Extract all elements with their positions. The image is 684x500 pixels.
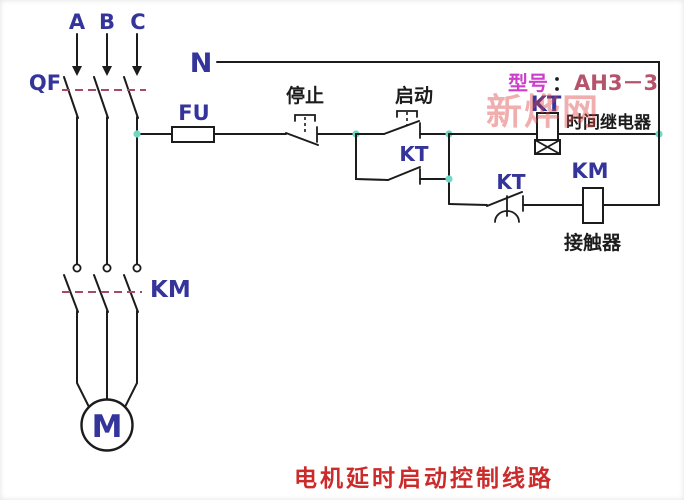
kt-selflock-label: KT (399, 142, 428, 166)
phase-b-arrow-icon (102, 66, 112, 76)
stop-button-label: 停止 (286, 84, 324, 107)
model-annotation: 型号 ： AH3－3 (508, 71, 658, 95)
neutral-label: N (190, 48, 213, 79)
delayed-blade (486, 191, 523, 207)
junction-dot (445, 175, 453, 183)
fuse-fu-label: FU (178, 101, 209, 125)
km-coil-label: KM (571, 159, 608, 183)
model-label: 型号 (508, 71, 548, 95)
motor-symbol: M (80, 398, 134, 452)
breaker-blades (63, 76, 139, 119)
fuse-fu: FU (133, 101, 287, 143)
motor-label: M (92, 409, 123, 445)
motor-feed-wires (76, 310, 138, 410)
breaker-qf-label: QF (29, 71, 61, 95)
kt-delay-element-x (534, 139, 561, 155)
phase-a-arrow-icon (72, 66, 82, 76)
selflock-left-wire (355, 133, 389, 181)
stop-button-symbol: 停止 (285, 84, 360, 146)
km-contact-terminal (132, 263, 142, 273)
phase-b-label: B (99, 10, 115, 34)
phase-c-label: C (130, 10, 145, 34)
phase-supply: A B C (69, 10, 146, 76)
km-main-label: KM (150, 277, 191, 303)
fuse-body (171, 126, 215, 143)
km-contact-terminal (102, 263, 112, 273)
neutral-rail: N (190, 48, 660, 206)
junction-dot (133, 130, 141, 138)
km-contact-blades (63, 274, 139, 313)
watermark: 新烨网 (486, 92, 600, 133)
start-button-symbol: 启动 (355, 84, 453, 139)
kt-selflock-branch: KT (355, 133, 453, 205)
phase-a-label: A (69, 10, 86, 34)
selflock-blade (387, 166, 421, 181)
start-actuator (396, 110, 418, 118)
kt-coil-note: 时间继电器 (566, 112, 652, 133)
delayed-left-wire (448, 203, 488, 206)
km-contact-terminal (72, 263, 82, 273)
breaker-qf: QF (29, 71, 146, 265)
motor-circle (80, 398, 134, 452)
kt-delayed-contact-branch: KT KM 接触器 (448, 159, 660, 254)
phase-drop-wires (76, 33, 138, 68)
neutral-wire (216, 61, 660, 206)
delay-parachute-icon (494, 210, 520, 223)
diagram-caption: 电机延时启动控制线路 (294, 465, 554, 492)
start-button-label: 启动 (395, 84, 433, 107)
model-colon: ： (552, 71, 572, 95)
stop-contact-blade (285, 132, 319, 146)
phase-vertical-wires (76, 116, 138, 265)
km-main-contacts: KM (62, 263, 191, 410)
model-value: AH3－3 (574, 71, 658, 95)
km-coil-note: 接触器 (564, 231, 622, 254)
phase-c-arrow-icon (132, 66, 142, 76)
start-contact-blade (383, 120, 420, 135)
kt-delayed-label: KT (496, 170, 525, 194)
stop-actuator (294, 114, 316, 122)
kt-coil: KT 时间继电器 (448, 92, 663, 155)
km-coil-body (582, 187, 604, 224)
